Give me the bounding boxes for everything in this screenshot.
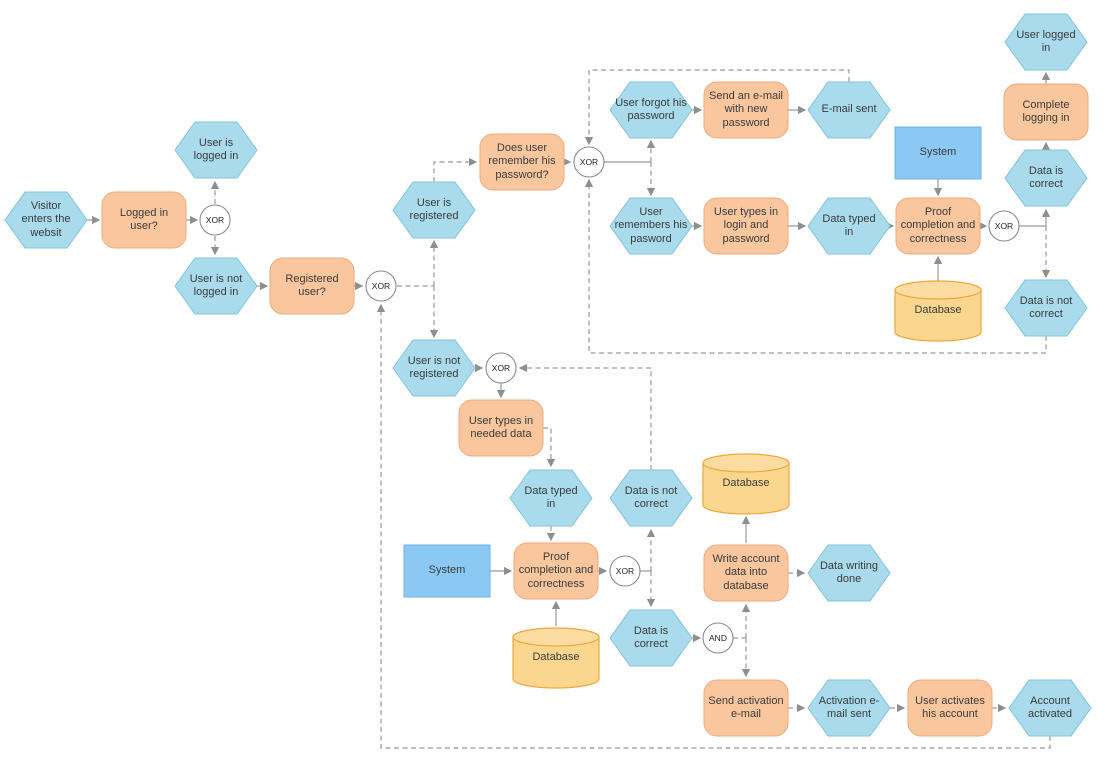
connector-accountactivated-loop-xor2 <box>376 303 1051 749</box>
function-user-activates-account <box>907 679 993 737</box>
event-activation-email-sent <box>807 679 891 737</box>
event-user-remembers-pasword <box>609 197 693 255</box>
operator-xor-6 <box>609 555 641 587</box>
event-data-correct <box>1004 149 1088 207</box>
database-cylinder-3 <box>702 453 790 515</box>
function-remember-password <box>479 133 565 191</box>
event-user-forgot-password <box>609 81 693 139</box>
function-send-email-new-password <box>703 81 789 139</box>
event-user-registered <box>392 181 476 239</box>
event-user-not-registered <box>392 339 476 397</box>
event-data-not-correct-2 <box>609 469 693 527</box>
operator-xor-2 <box>365 270 397 302</box>
function-complete-logging-in <box>1003 83 1089 141</box>
connector-xor4-datacorrect <box>1019 208 1051 227</box>
event-account-activated <box>1008 679 1092 737</box>
function-types-needed-data <box>458 399 544 457</box>
operator-xor-3 <box>573 146 605 178</box>
database-cylinder-2 <box>512 627 600 689</box>
system-box-2 <box>403 544 491 598</box>
operator-xor-5 <box>485 352 517 384</box>
function-write-account-data <box>703 544 789 602</box>
event-data-typed-in-2 <box>509 469 593 527</box>
function-logged-in-user <box>101 191 187 249</box>
database-cylinder-1 <box>894 280 982 342</box>
event-user-logged-in <box>174 121 258 179</box>
event-data-not-correct <box>1004 279 1088 337</box>
event-visitor-enters <box>4 191 88 249</box>
function-proof-completion-2 <box>513 542 599 600</box>
event-user-logged-in-final <box>1004 13 1088 71</box>
connector-datanotcorrect-loop-xor3 <box>584 178 1047 354</box>
operator-and-1 <box>702 622 734 654</box>
connector-typesneededdata-datatypedin2 <box>543 427 556 468</box>
operator-xor-4 <box>988 210 1020 242</box>
connector-registered-rememberpassword <box>433 157 478 182</box>
function-registered-user <box>269 257 355 315</box>
event-data-typed-in <box>807 197 891 255</box>
connector-datanotcorrect2-loop-xor5 <box>518 363 652 470</box>
system-box-1 <box>894 126 982 180</box>
event-email-sent <box>807 81 891 139</box>
event-data-writing-done <box>807 544 891 602</box>
connector-emailsent-loop-xor3 <box>584 69 850 146</box>
event-data-correct-2 <box>609 609 693 667</box>
function-types-login-password <box>703 197 789 255</box>
function-send-activation-email <box>703 679 789 737</box>
function-proof-completion <box>895 197 981 255</box>
operator-xor-1 <box>199 204 231 236</box>
event-user-not-logged-in <box>174 257 258 315</box>
